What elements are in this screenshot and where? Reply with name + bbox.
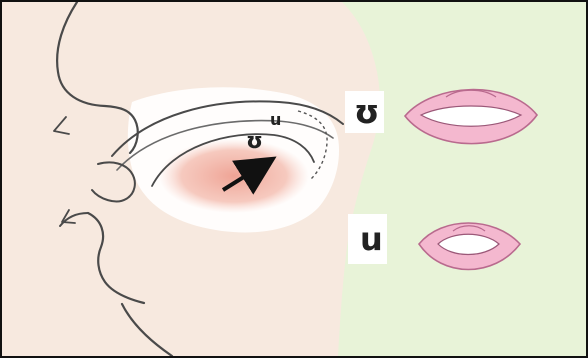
top-lips-symbol: ʊ: [354, 92, 380, 131]
bottom-lips-symbol: u: [360, 220, 383, 258]
tongue-highlight: [159, 139, 309, 213]
tongue-symbol-long: u: [270, 110, 281, 129]
tongue-symbol-short: ʊ: [246, 129, 263, 154]
